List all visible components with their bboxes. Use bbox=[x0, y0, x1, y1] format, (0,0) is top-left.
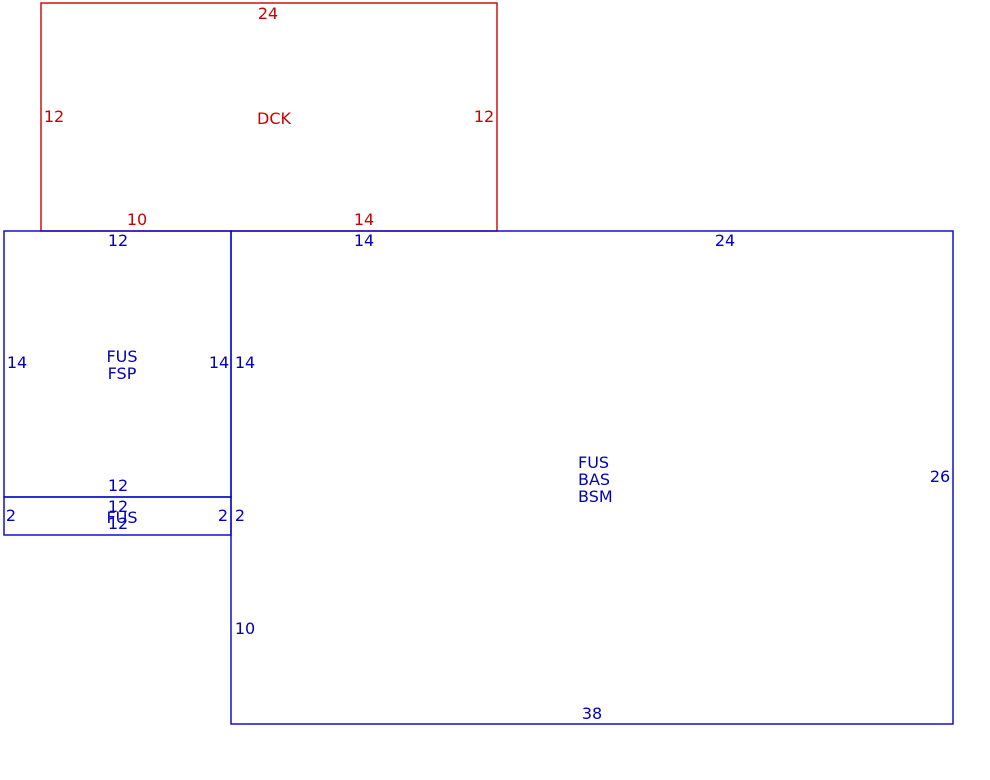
main-code-2: BAS bbox=[578, 470, 610, 489]
main-dim-left-mid: 2 bbox=[235, 506, 245, 525]
fsp-dim-left: 14 bbox=[7, 353, 27, 372]
strip-dim-top: 12 bbox=[108, 497, 128, 516]
strip-dim-left: 2 bbox=[6, 506, 16, 525]
main-code-1: FUS bbox=[578, 453, 609, 472]
main-dim-top-left: 14 bbox=[354, 231, 374, 250]
deck-dim-right: 12 bbox=[474, 107, 494, 126]
fsp-area: 12 14 14 12 FUS FSP bbox=[3, 230, 232, 498]
strip-dim-right: 2 bbox=[218, 506, 228, 525]
deck-dim-bottom-left: 10 bbox=[127, 210, 147, 229]
main-dim-left-lower: 10 bbox=[235, 619, 255, 638]
main-code-3: BSM bbox=[578, 487, 613, 506]
main-dim-left-upper: 14 bbox=[235, 353, 255, 372]
main-outline bbox=[230, 230, 954, 725]
strip-code: FUS bbox=[106, 508, 137, 527]
deck-area-code: DCK bbox=[257, 109, 291, 128]
deck-dim-bottom-right: 14 bbox=[354, 210, 374, 229]
fsp-dim-right: 14 bbox=[209, 353, 229, 372]
deck-dim-left: 12 bbox=[44, 107, 64, 126]
fsp-code-2: FSP bbox=[108, 364, 137, 383]
main-dim-right: 26 bbox=[930, 467, 950, 486]
main-dim-top-right: 24 bbox=[715, 231, 735, 250]
strip-area: 12 2 2 12 FUS bbox=[3, 496, 232, 536]
main-area: 14 24 26 38 14 2 10 FUS BAS BSM bbox=[230, 230, 954, 725]
fsp-dim-bottom: 12 bbox=[108, 476, 128, 495]
fsp-dim-top: 12 bbox=[108, 231, 128, 250]
deck-dim-top: 24 bbox=[258, 4, 278, 23]
main-dim-bottom: 38 bbox=[582, 704, 602, 723]
deck-area: 24 12 12 10 14 DCK bbox=[40, 2, 498, 232]
strip-dim-bottom: 12 bbox=[108, 514, 128, 533]
fsp-code-1: FUS bbox=[106, 347, 137, 366]
